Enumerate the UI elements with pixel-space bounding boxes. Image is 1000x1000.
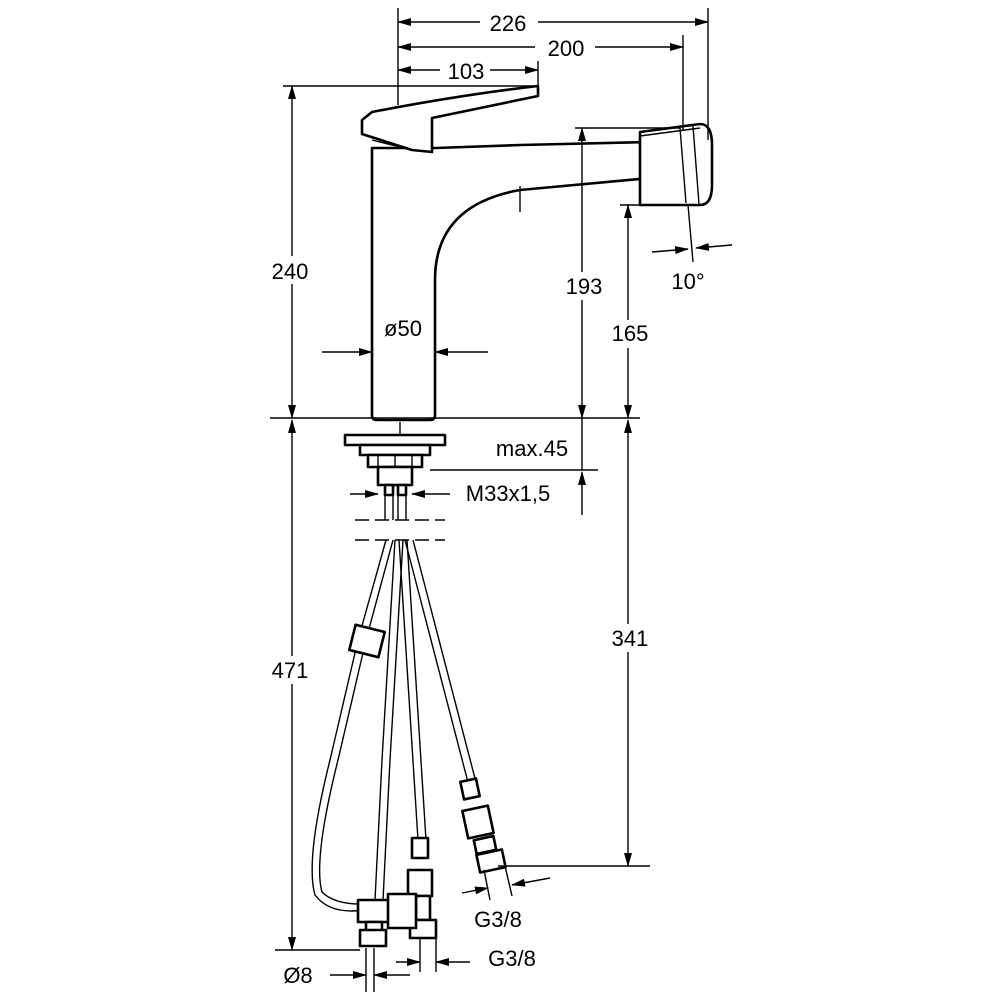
label-connection-left: G3/8 xyxy=(488,946,536,971)
label-base-diameter: ø50 xyxy=(384,316,422,341)
label-hose-diameter: Ø8 xyxy=(283,963,312,988)
label-connection-right: G3/8 xyxy=(474,907,522,932)
label-height: 240 xyxy=(272,259,309,284)
mounting-hardware xyxy=(343,422,447,497)
spout-head xyxy=(638,122,714,207)
lever-handle xyxy=(360,84,540,154)
label-spout-angle: 10° xyxy=(671,269,704,294)
label-max-thickness: max.45 xyxy=(496,436,568,461)
label-outlet-height: 193 xyxy=(566,274,603,299)
dimension-lines xyxy=(270,8,733,992)
label-thread: M33x1,5 xyxy=(466,481,550,506)
hose-assembly xyxy=(311,495,507,948)
label-overall-width: 226 xyxy=(490,11,527,36)
faucet-body xyxy=(360,84,714,422)
label-spout-clearance: 165 xyxy=(612,321,649,346)
label-spout-reach: 200 xyxy=(548,36,585,61)
dimension-labels: 226 200 103 240 193 165 10° ø50 max.45 M… xyxy=(262,8,705,988)
label-hose-reach: 341 xyxy=(612,626,649,651)
label-hose-length: 471 xyxy=(272,658,309,683)
label-lever-reach: 103 xyxy=(448,59,485,84)
